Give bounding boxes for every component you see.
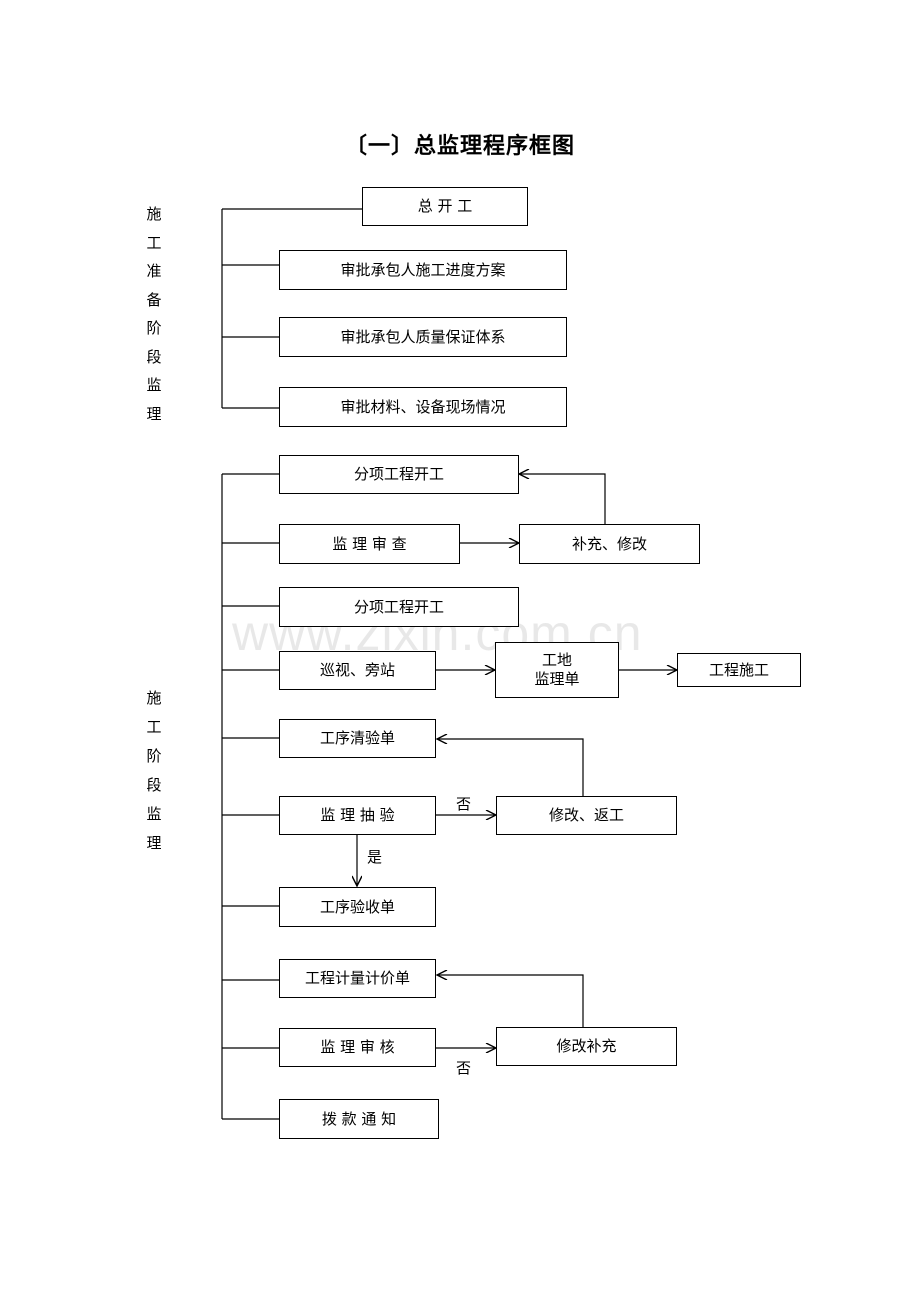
arrow-modify-to-pricing [437, 975, 584, 1027]
box-measurement-pricing: 工程计量计价单 [279, 959, 436, 998]
box-site-supervision-sheet: 工地 监理单 [495, 642, 619, 698]
box-supervision-sampling: 监 理 抽 验 [279, 796, 436, 835]
box-modify-supplement: 修改补充 [496, 1027, 677, 1066]
arrow-supplement-to-subitem [519, 474, 606, 524]
box-construction-work: 工程施工 [677, 653, 801, 687]
box-payment-notice: 拨 款 通 知 [279, 1099, 439, 1139]
stage-label-prep: 施 工 准 备 阶 段 监 理 [142, 200, 166, 428]
box-approve-materials: 审批材料、设备现场情况 [279, 387, 567, 427]
arrow-rework-to-checklist [437, 739, 584, 796]
box-subitem-start-2: 分项工程开工 [279, 587, 519, 627]
box-supervision-review: 监 理 审 查 [279, 524, 460, 564]
box-subitem-start-1: 分项工程开工 [279, 455, 519, 494]
note-no-sampling: 否 [456, 795, 472, 813]
stage-label-prep-text: 施 工 准 备 阶 段 监 理 [146, 205, 162, 423]
stage-label-construction-text: 施 工 阶 段 监 理 [146, 689, 162, 852]
box-process-acceptance: 工序验收单 [279, 887, 436, 927]
note-no-audit: 否 [456, 1059, 472, 1077]
box-process-checklist: 工序清验单 [279, 719, 436, 758]
box-modify-rework: 修改、返工 [496, 796, 677, 835]
box-approve-schedule: 审批承包人施工进度方案 [279, 250, 567, 290]
box-start-work: 总 开 工 [362, 187, 528, 226]
note-yes-sampling: 是 [367, 848, 383, 866]
box-supplement-modify: 补充、修改 [519, 524, 700, 564]
box-patrol-station: 巡视、旁站 [279, 651, 436, 690]
box-approve-quality: 审批承包人质量保证体系 [279, 317, 567, 357]
page-title: 〔一〕总监理程序框图 [344, 134, 575, 159]
box-supervision-audit: 监 理 审 核 [279, 1028, 436, 1067]
stage-label-construction: 施 工 阶 段 监 理 [142, 684, 166, 858]
